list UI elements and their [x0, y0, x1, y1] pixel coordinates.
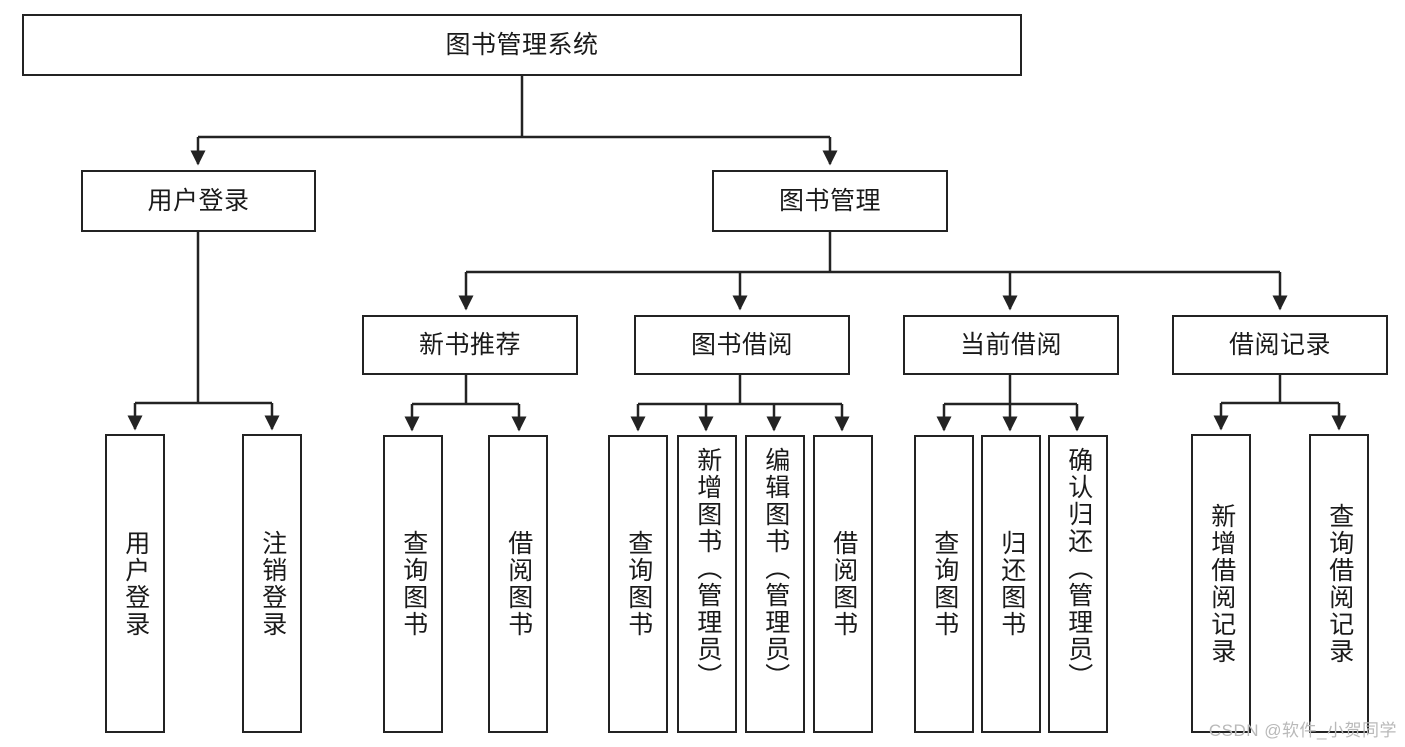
- leaf-current-return-books[interactable]: 归还图书: [981, 435, 1041, 733]
- node-label: 确认归还（管理员）: [1064, 447, 1093, 690]
- node-root-book-management-system[interactable]: 图书管理系统: [22, 14, 1022, 76]
- node-current-borrow[interactable]: 当前借阅: [903, 315, 1119, 375]
- leaf-borrow-edit-book-admin[interactable]: 编辑图书（管理员）: [745, 435, 805, 733]
- leaf-borrow-borrow-books[interactable]: 借阅图书: [813, 435, 873, 733]
- leaf-new-book-query-books[interactable]: 查询图书: [383, 435, 443, 733]
- leaf-record-add-borrow-record[interactable]: 新增借阅记录: [1191, 434, 1251, 733]
- leaf-current-confirm-return-admin[interactable]: 确认归还（管理员）: [1048, 435, 1108, 733]
- node-book-borrow[interactable]: 图书借阅: [634, 315, 850, 375]
- node-label: 图书借阅: [690, 330, 793, 359]
- leaf-current-query-books[interactable]: 查询图书: [914, 435, 974, 733]
- node-label: 用户登录: [121, 529, 150, 638]
- node-label: 新书推荐: [418, 330, 521, 359]
- node-label: 查询图书: [399, 530, 428, 638]
- leaf-borrow-query-books[interactable]: 查询图书: [608, 435, 668, 733]
- node-new-book-recommend[interactable]: 新书推荐: [362, 315, 578, 375]
- node-label: 图书管理: [778, 186, 881, 215]
- watermark-text: CSDN @软件_小贺同学: [1208, 721, 1397, 740]
- node-user-login[interactable]: 用户登录: [81, 170, 316, 232]
- node-label: 借阅图书: [829, 530, 858, 638]
- node-label: 注销登录: [258, 529, 287, 638]
- leaf-borrow-add-book-admin[interactable]: 新增图书（管理员）: [677, 435, 737, 733]
- node-label: 图书管理系统: [445, 30, 599, 59]
- node-book-management[interactable]: 图书管理: [712, 170, 948, 232]
- node-label: 借阅图书: [504, 530, 533, 638]
- node-label: 用户登录: [147, 186, 250, 215]
- node-label: 编辑图书（管理员）: [761, 447, 790, 690]
- leaf-new-book-borrow-books[interactable]: 借阅图书: [488, 435, 548, 733]
- node-label: 新增借阅记录: [1207, 502, 1236, 665]
- node-label: 新增图书（管理员）: [693, 447, 722, 690]
- leaf-user-login-signin[interactable]: 用户登录: [105, 434, 165, 733]
- node-label: 归还图书: [997, 530, 1026, 638]
- node-label: 借阅记录: [1228, 330, 1331, 359]
- node-label: 当前借阅: [959, 330, 1062, 359]
- node-label: 查询借阅记录: [1325, 502, 1354, 665]
- node-label: 查询图书: [930, 530, 959, 638]
- node-borrow-record[interactable]: 借阅记录: [1172, 315, 1388, 375]
- leaf-record-query-borrow-record[interactable]: 查询借阅记录: [1309, 434, 1369, 733]
- node-label: 查询图书: [624, 530, 653, 638]
- leaf-user-login-signout[interactable]: 注销登录: [242, 434, 302, 733]
